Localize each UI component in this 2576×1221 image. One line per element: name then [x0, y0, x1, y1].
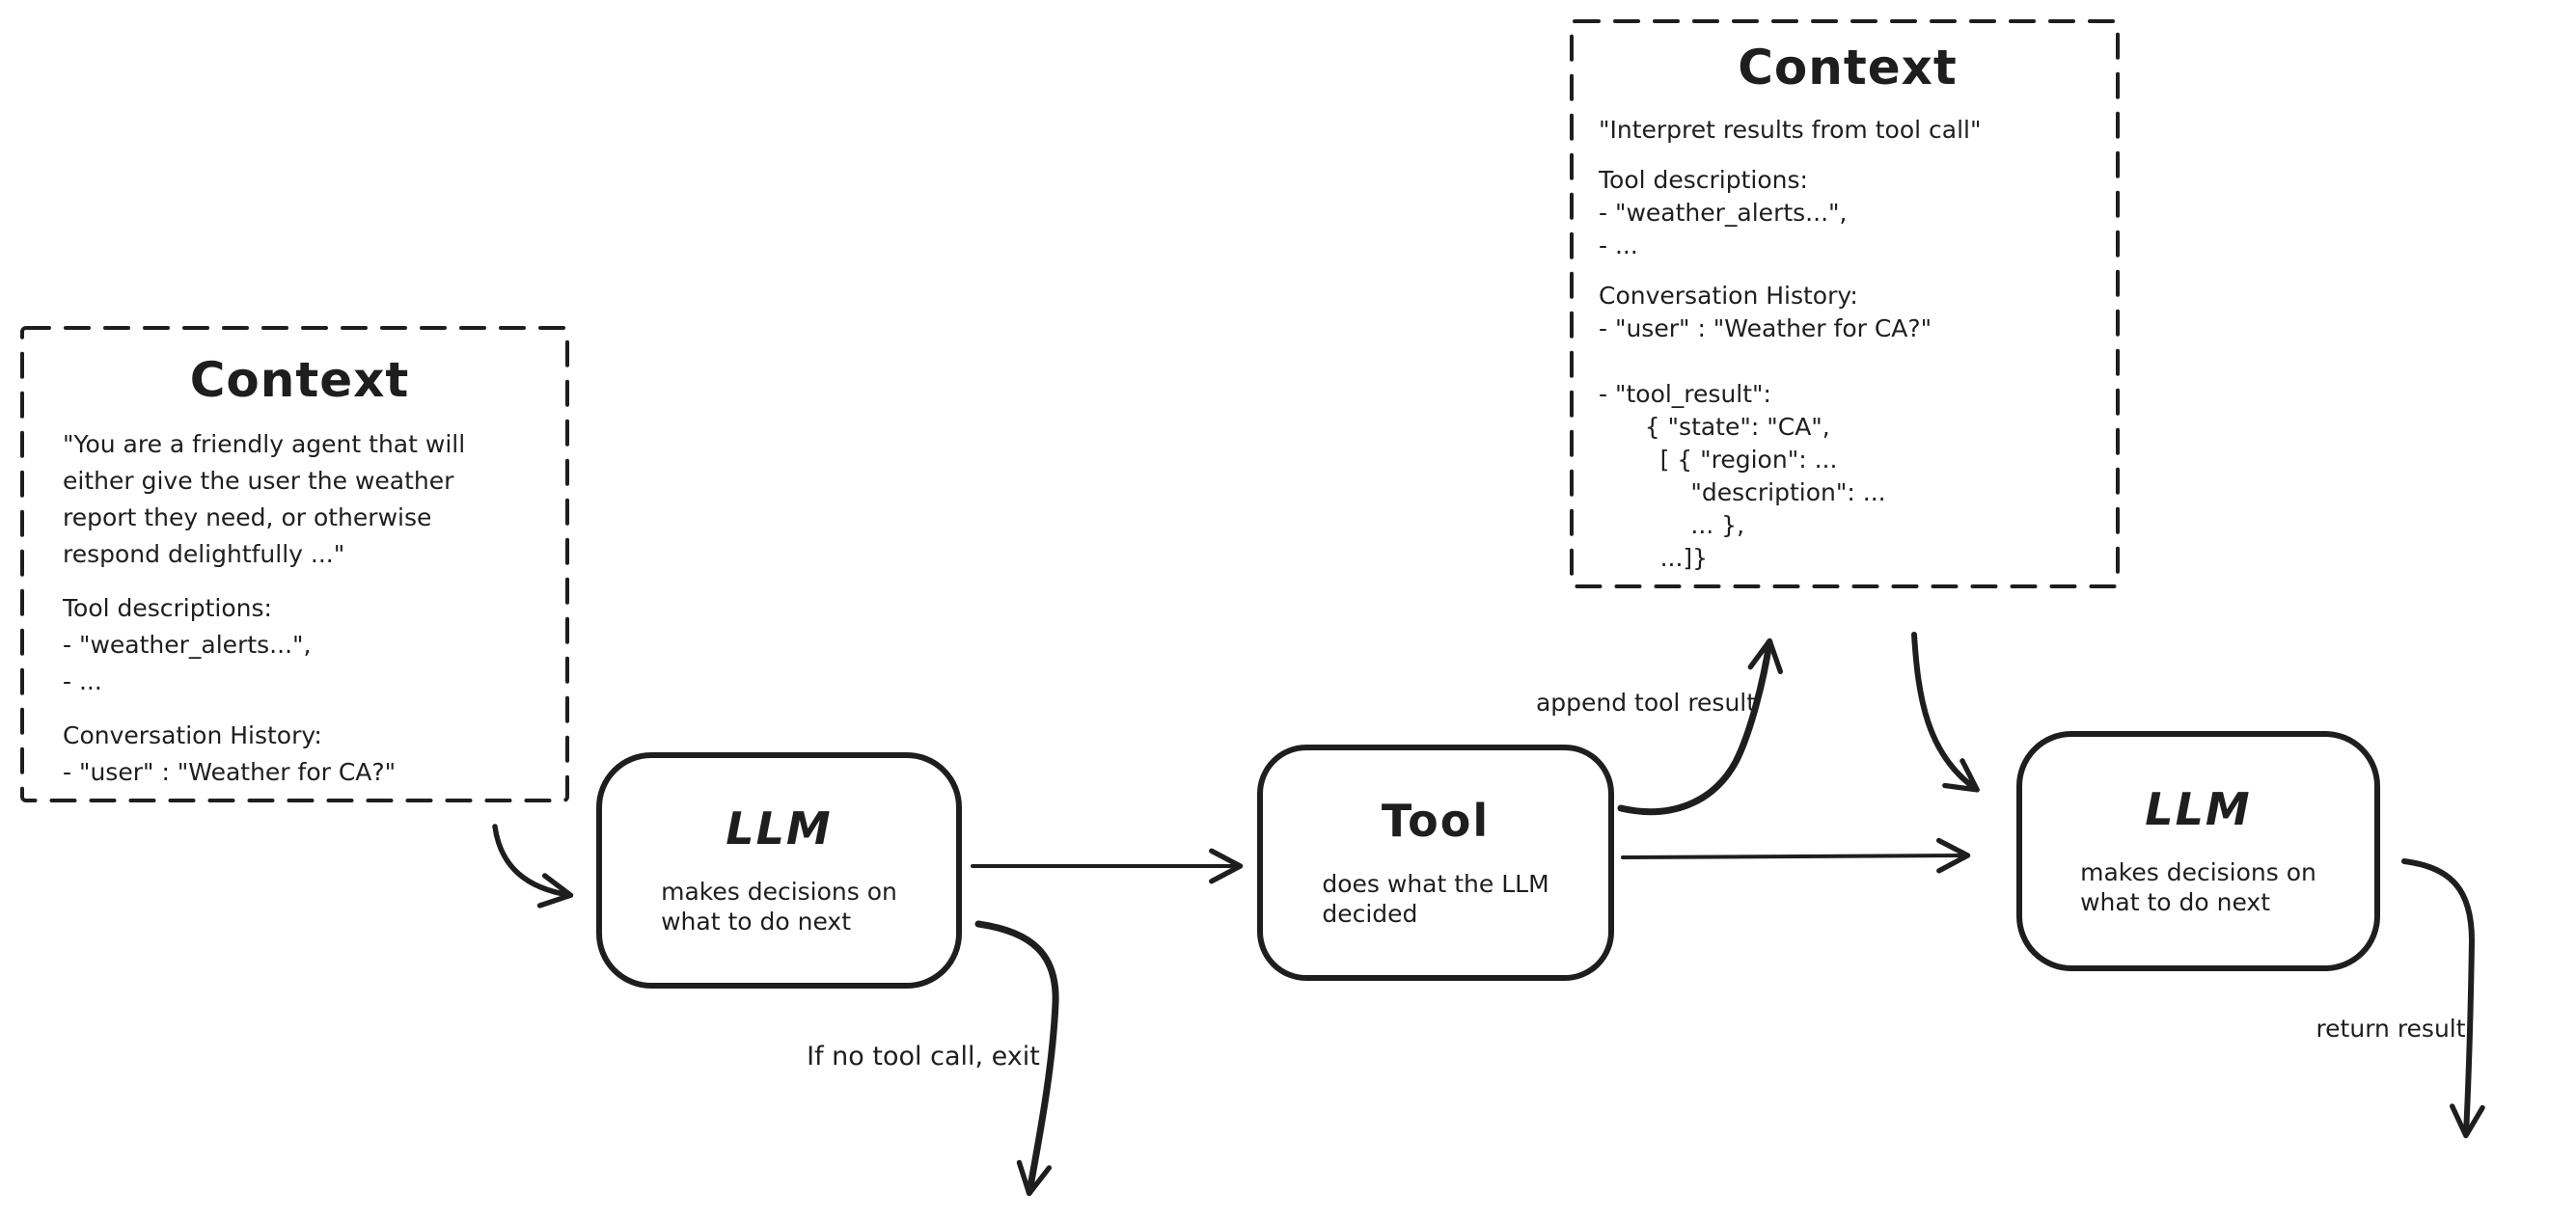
context-box-left: Context "You are a friendly agent that w… — [20, 326, 569, 802]
llm2-node-subtitle: makes decisions on what to do next — [2080, 857, 2316, 916]
tool-node-title: Tool — [1381, 794, 1491, 847]
llm1-node-title: LLM — [726, 801, 833, 855]
edge-label-append-tool-result: append tool result — [1535, 689, 1757, 717]
context-top-conversation-history: Conversation History: - "user" : "Weathe… — [1599, 282, 1932, 572]
llm2-node-title: LLM — [2145, 782, 2252, 835]
edge-label-if-no-tool-call-exit: If no tool call, exit — [807, 1042, 1040, 1072]
context-left-system-prompt: "You are a friendly agent that will eith… — [63, 430, 466, 568]
tool-node-subtitle: does what the LLM decided — [1322, 869, 1549, 928]
context-box-top: Context "Interpret results from tool cal… — [1570, 19, 2120, 588]
arrow-tool-to-context — [1617, 638, 1784, 816]
context-top-tool-descriptions: Tool descriptions: - "weather_alerts..."… — [1599, 166, 1848, 259]
llm1-node-border — [596, 752, 962, 989]
llm2-node-border — [2016, 731, 2380, 971]
arrow-llm1-exit — [974, 920, 1059, 1197]
context-top-title: Context — [1738, 40, 1958, 95]
arrow-context-to-llm1 — [492, 824, 574, 909]
context-left-box-border — [20, 326, 569, 802]
context-left-tool-descriptions: Tool descriptions: - "weather_alerts..."… — [63, 594, 312, 695]
llm1-node: LLM makes decisions on what to do next — [596, 752, 962, 989]
llm1-node-subtitle: makes decisions on what to do next — [661, 877, 897, 936]
context-top-system-prompt: "Interpret results from tool call" — [1599, 116, 1982, 144]
arrow-tool-to-llm2 — [1621, 837, 1971, 874]
context-left-title: Context — [189, 352, 410, 408]
context-left-conversation-history: Conversation History: - "user" : "Weathe… — [63, 721, 397, 786]
arrow-context-to-llm2 — [1911, 632, 1980, 793]
llm2-node: LLM makes decisions on what to do next — [2016, 731, 2380, 971]
edge-label-return-result: return result — [2316, 1015, 2466, 1043]
arrow-llm2-return-result — [2401, 858, 2485, 1139]
tool-node: Tool does what the LLM decided — [1257, 745, 1614, 981]
tool-node-border — [1257, 745, 1614, 981]
